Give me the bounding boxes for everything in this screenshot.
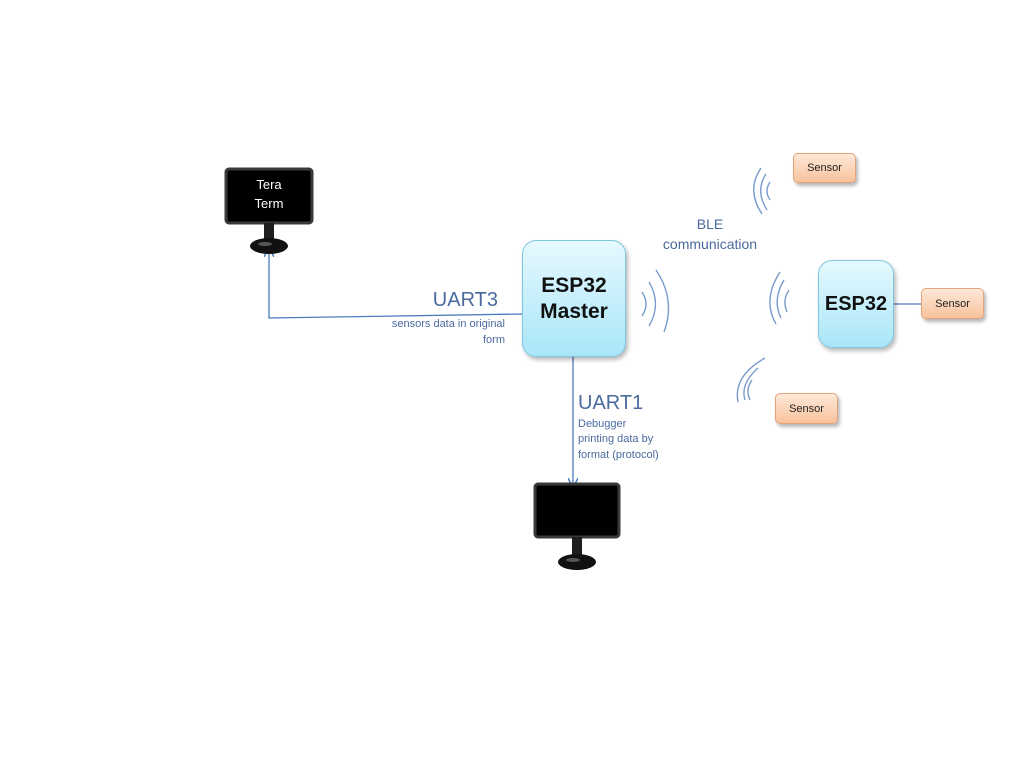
sensor-right[interactable]: Sensor [921,288,984,319]
sensor-bottom-label: Sensor [789,402,824,415]
uart1-title: UART1 [578,392,644,414]
sensor-top-label: Sensor [807,162,842,174]
uart3-connector [269,252,523,319]
wireless-wave-icon-bottom-sensor [736,357,766,403]
uart3-title: UART3 [432,289,498,311]
esp32-master-line1: ESP32 [541,274,607,298]
sensor-bottom[interactable]: Sensor [775,393,838,424]
esp32-master-node[interactable]: ESP32 Master [522,240,626,357]
uart1-desc-line3: format (protocol) [578,448,659,461]
tera-term-screen-label: Tera Term [228,176,310,214]
wireless-wave-icon-top-sensor [753,167,771,215]
uart3-desc-line1: sensors data in original [391,318,505,330]
ble-label: BLE communication [640,215,780,254]
ble-line1: BLE [696,216,724,232]
esp32-master-line2: Master [540,299,608,323]
uart3-description: sensors data in original form [370,317,505,349]
ble-line2: communication [662,235,758,252]
debugger-monitor [533,482,621,570]
esp32-slave-label: ESP32 [824,293,888,315]
esp32-slave-node[interactable]: ESP32 [818,260,894,348]
tera-term-monitor [224,167,314,254]
sensor-top[interactable]: Sensor [793,153,856,183]
tera-term-line1: Tera [256,177,282,192]
sensor-right-label: Sensor [935,297,970,310]
uart1-desc-line2: printing data by [578,433,654,446]
uart1-description: Debugger printing data by format (protoc… [578,417,659,463]
wireless-wave-icon-slave [769,271,790,325]
uart3-desc-line2: form [483,333,505,346]
tera-term-line2: Term [254,195,284,211]
uart1-desc-line1: Debugger [578,418,627,430]
wireless-wave-icon-master [641,269,670,333]
